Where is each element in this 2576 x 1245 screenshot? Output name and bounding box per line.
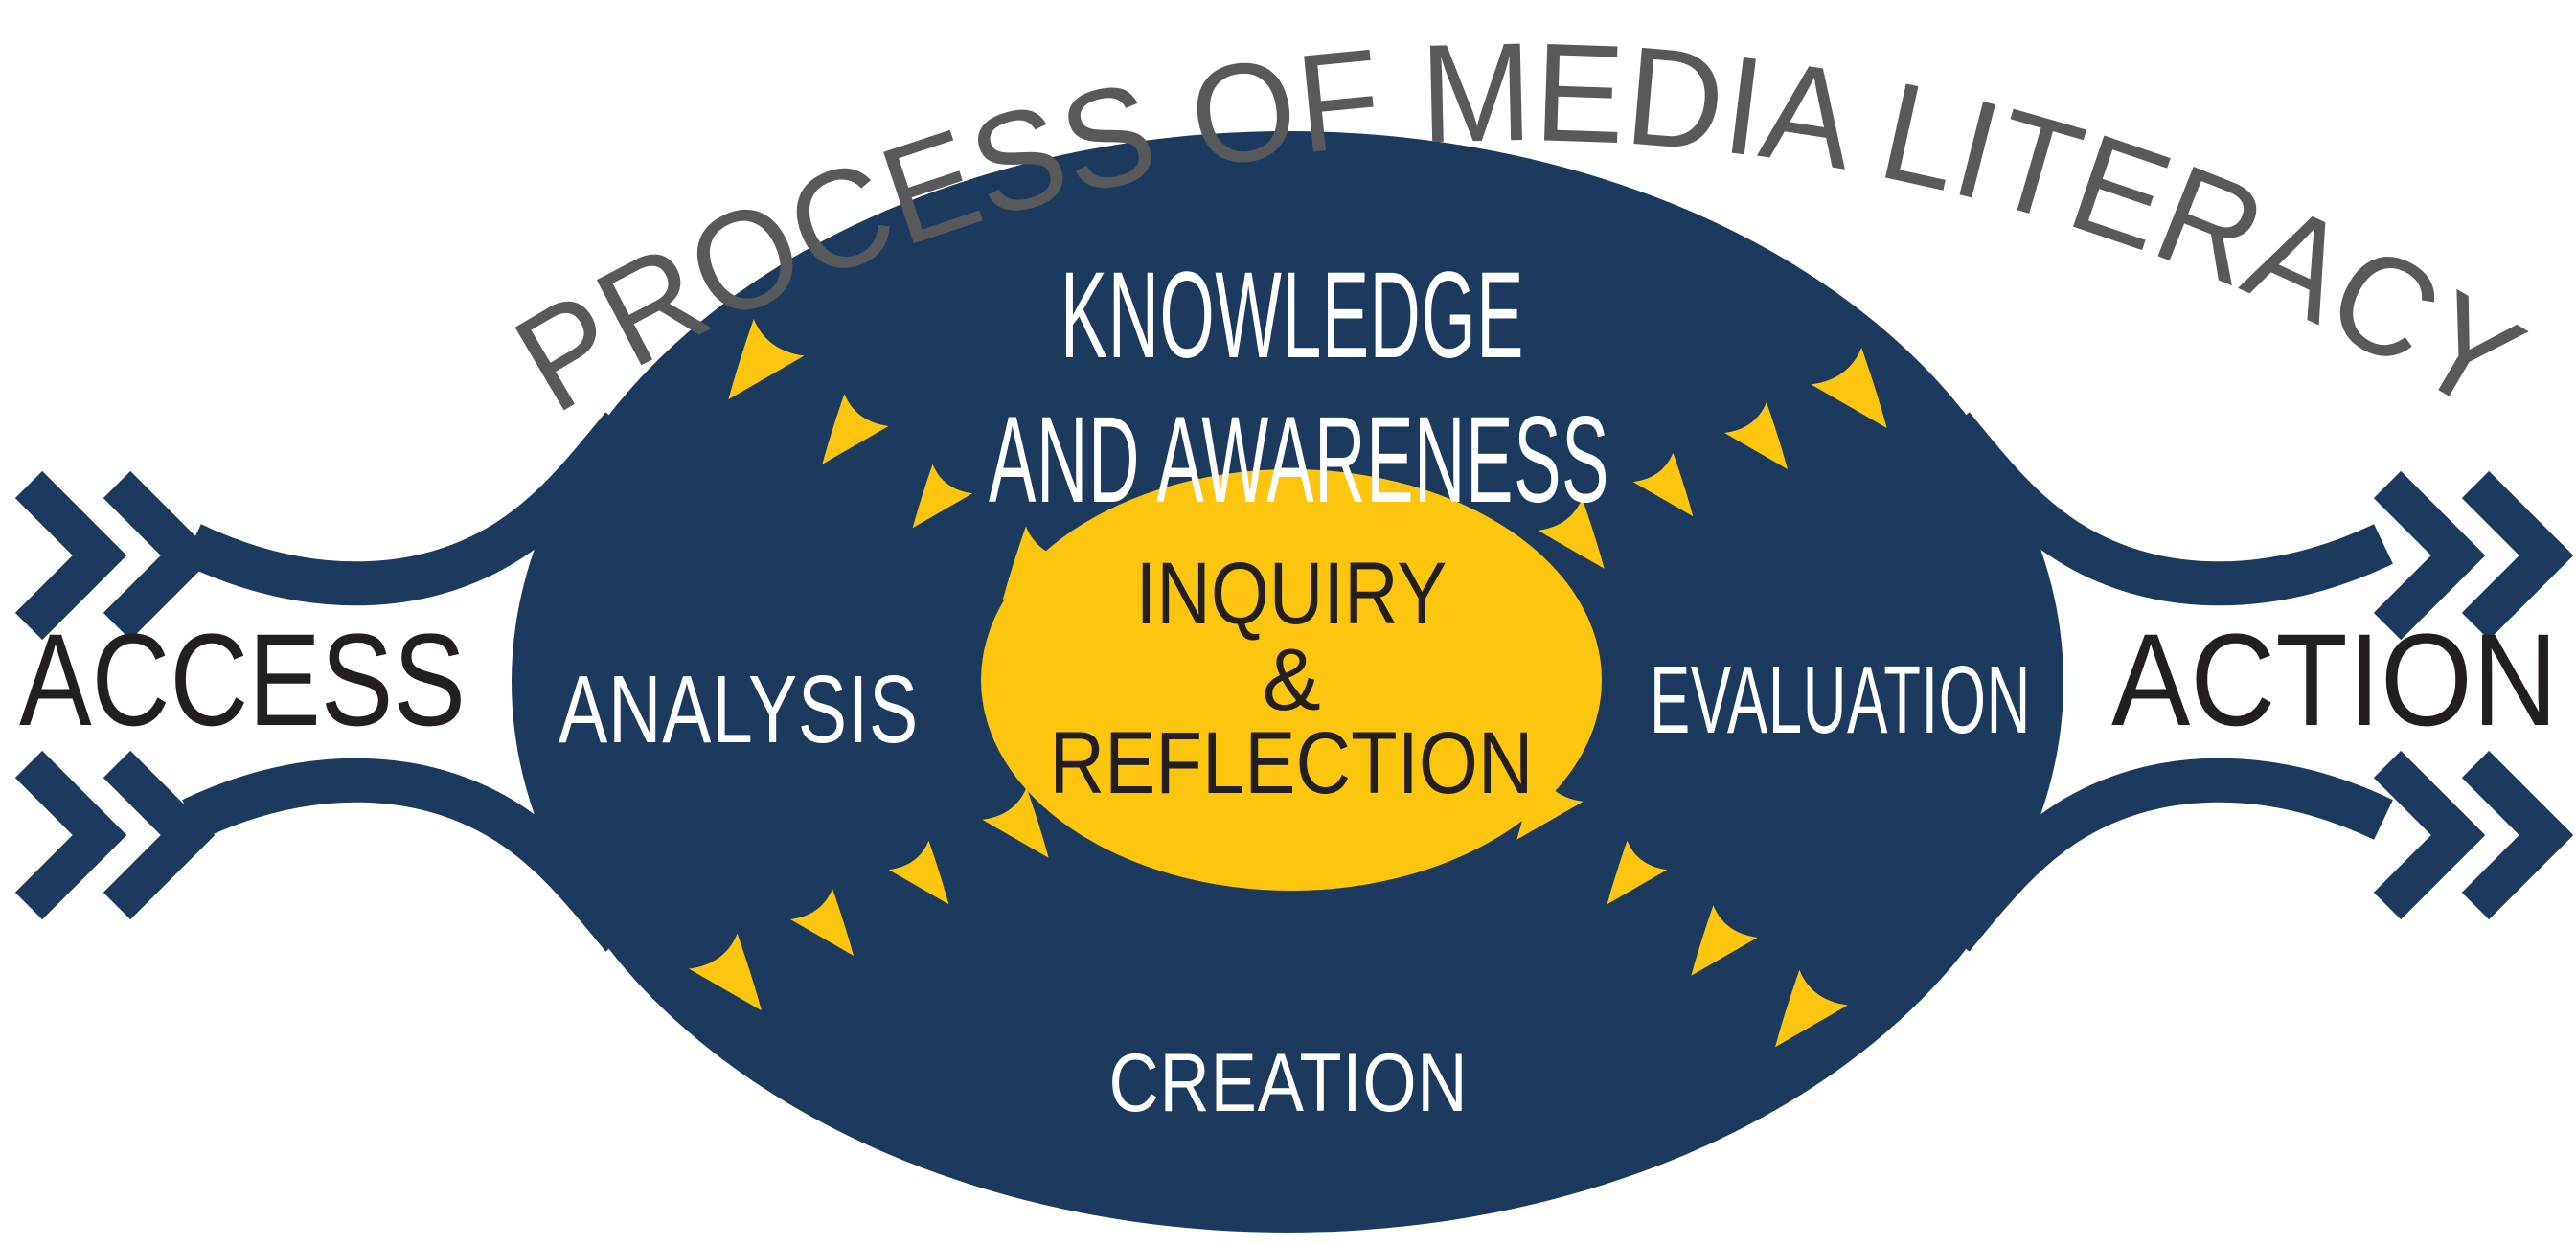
label-evaluation: EVALUATION <box>1650 646 2031 754</box>
label-creation: CREATION <box>1109 1037 1469 1129</box>
action-funnel-top <box>1935 412 2393 606</box>
label-analysis: ANALYSIS <box>559 656 919 763</box>
center-label-inquiry: INQUIRY <box>1136 545 1448 643</box>
action-chevron-icon <box>2373 750 2486 920</box>
action-chevron-icon <box>2461 470 2574 641</box>
center-label-ampersand: & <box>1262 631 1320 729</box>
access-chevron-icon <box>103 750 216 920</box>
action-funnel-bottom <box>1935 758 2393 952</box>
center-label-reflection: REFLECTION <box>1050 714 1534 812</box>
label-action: ACTION <box>2111 607 2558 754</box>
action-chevron-icon <box>2461 750 2574 920</box>
label-knowledge-line2: AND AWARENESS <box>989 392 1609 529</box>
inquiry-reflection-ellipse <box>981 469 1602 891</box>
access-funnel-bottom <box>182 758 640 952</box>
label-knowledge-line1: KNOWLEDGE <box>1060 247 1524 384</box>
access-funnel-top <box>182 412 640 606</box>
access-chevron-icon <box>103 470 216 641</box>
access-chevron-icon <box>14 470 127 641</box>
action-chevron-icon <box>2373 470 2486 641</box>
access-chevron-icon <box>14 750 127 920</box>
label-access: ACCESS <box>19 607 466 754</box>
